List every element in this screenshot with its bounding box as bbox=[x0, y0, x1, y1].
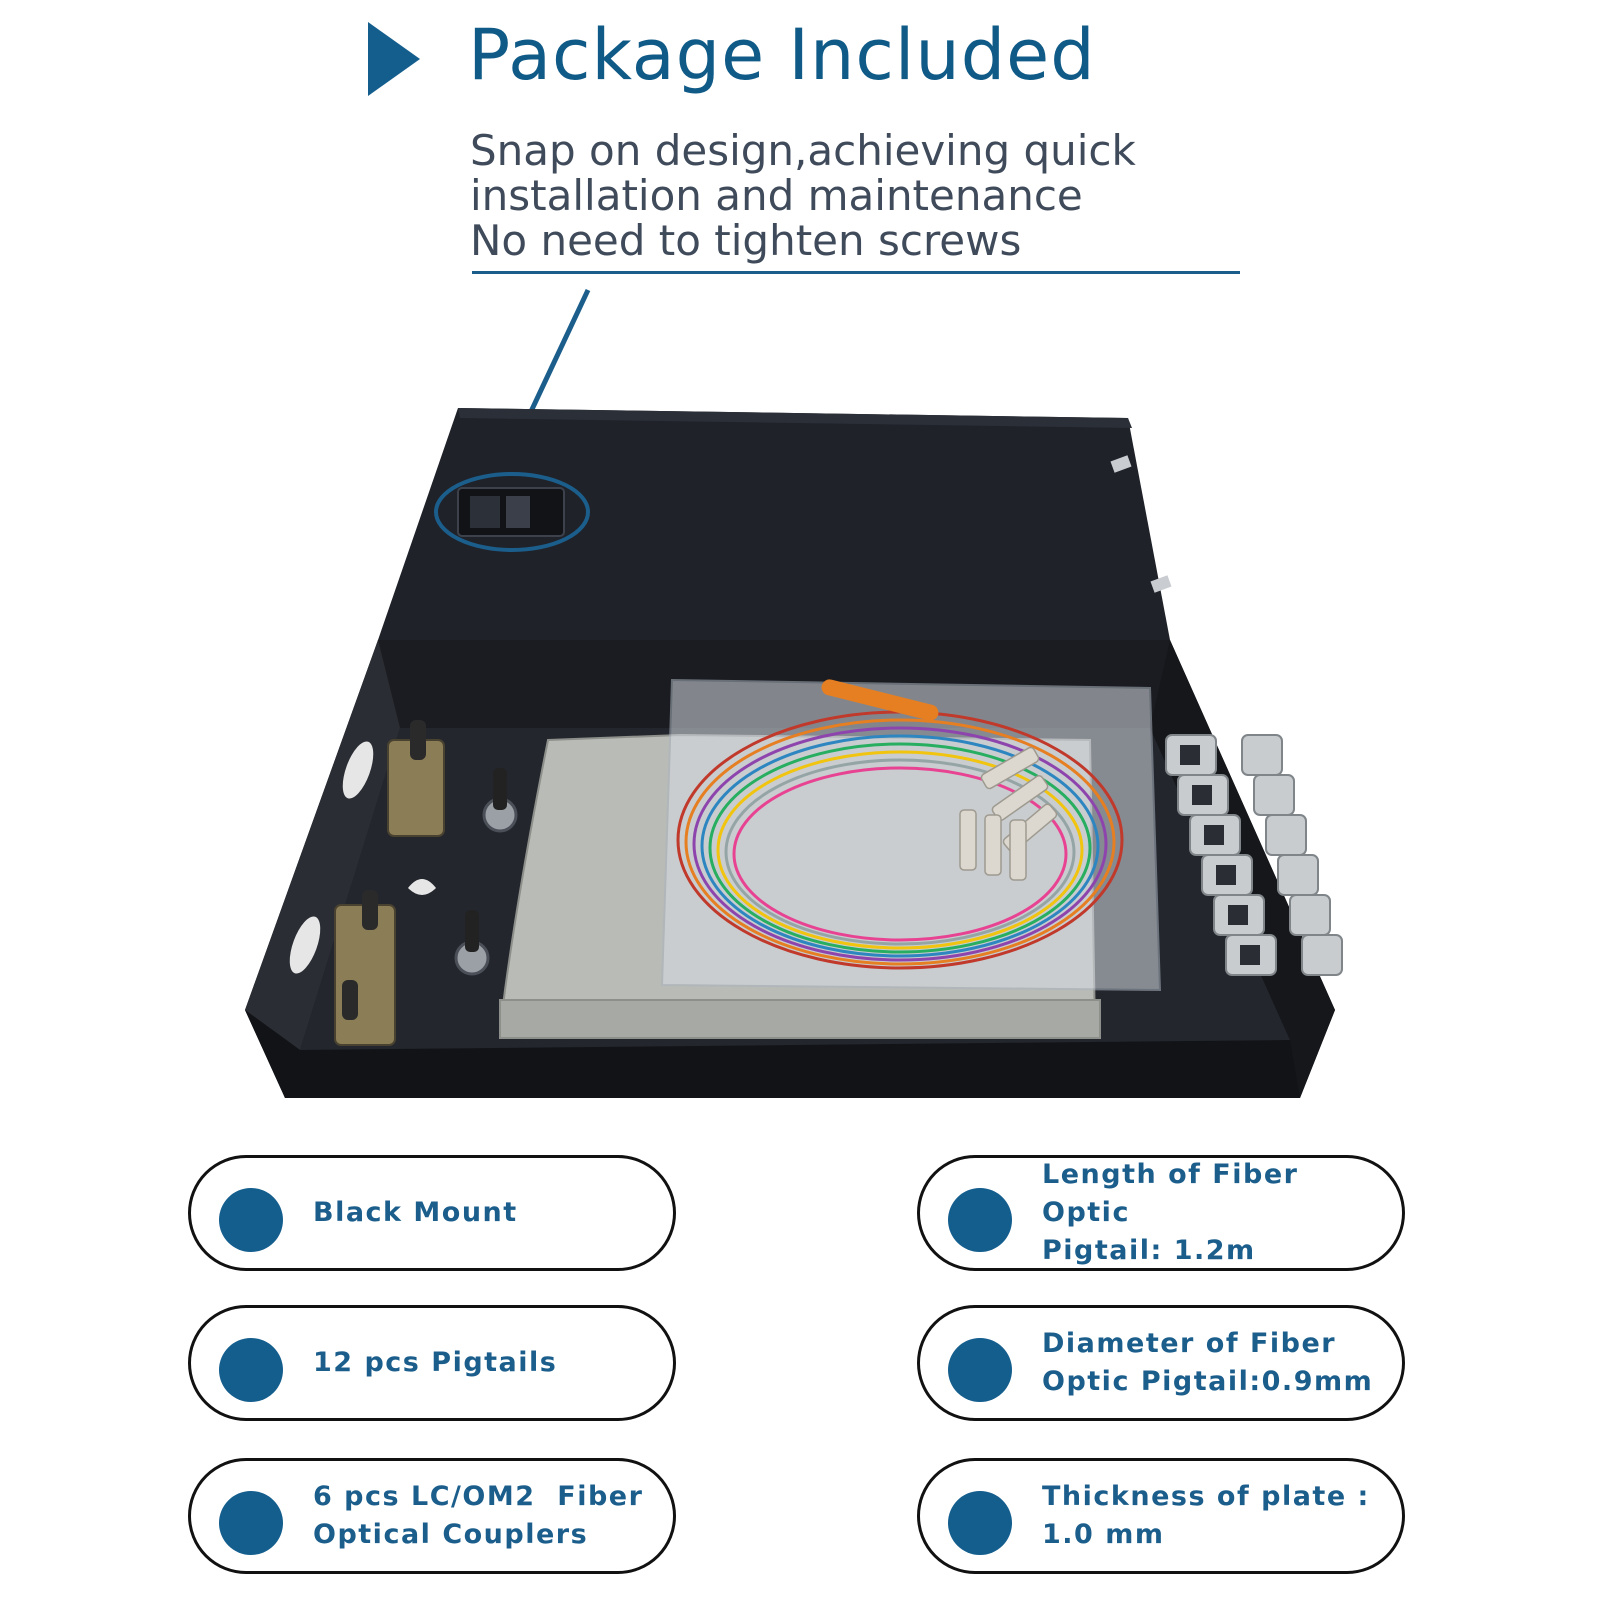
feature-black-mount: Black Mount bbox=[188, 1155, 676, 1271]
triangle-right-icon bbox=[368, 22, 420, 96]
feature-line: 12 pcs Pigtails bbox=[313, 1347, 558, 1378]
circle-dot-icon bbox=[948, 1491, 1012, 1555]
feature-line: Black Mount bbox=[313, 1197, 518, 1228]
circle-dot-icon bbox=[948, 1188, 1012, 1252]
feature-label: Black Mount bbox=[313, 1158, 653, 1268]
latch-highlight bbox=[434, 472, 590, 552]
arrow-icon bbox=[497, 288, 591, 460]
subtitle-line: No need to tighten screws bbox=[470, 216, 1022, 265]
feature-line: 1.0 mm bbox=[1042, 1519, 1165, 1550]
subtitle-line: installation and maintenance bbox=[470, 171, 1083, 220]
subtitle-underline bbox=[472, 271, 1240, 274]
feature-line: Optical Couplers bbox=[313, 1519, 589, 1550]
circle-dot-icon bbox=[948, 1338, 1012, 1402]
feature-line: Diameter of Fiber bbox=[1042, 1328, 1337, 1359]
feature-label: Thickness of plate : 1.0 mm bbox=[1042, 1461, 1382, 1571]
feature-line: Thickness of plate : bbox=[1042, 1481, 1370, 1512]
subtitle-line: Snap on design,achieving quick bbox=[470, 126, 1136, 175]
feature-plate-thickness: Thickness of plate : 1.0 mm bbox=[917, 1458, 1405, 1574]
feature-line: Length of Fiber Optic bbox=[1042, 1159, 1299, 1228]
circle-dot-icon bbox=[219, 1338, 283, 1402]
feature-line: 6 pcs LC/OM2 Fiber bbox=[313, 1481, 644, 1512]
circle-dot-icon bbox=[219, 1491, 283, 1555]
feature-label: 12 pcs Pigtails bbox=[313, 1308, 653, 1418]
feature-line: Optic Pigtail:0.9mm bbox=[1042, 1366, 1374, 1397]
subtitle: Snap on design,achieving quick installat… bbox=[470, 128, 1250, 263]
circle-dot-icon bbox=[219, 1188, 283, 1252]
page-title: Package Included bbox=[468, 14, 1096, 96]
feature-pigtails: 12 pcs Pigtails bbox=[188, 1305, 676, 1421]
feature-line: Pigtail: 1.2m bbox=[1042, 1235, 1256, 1266]
